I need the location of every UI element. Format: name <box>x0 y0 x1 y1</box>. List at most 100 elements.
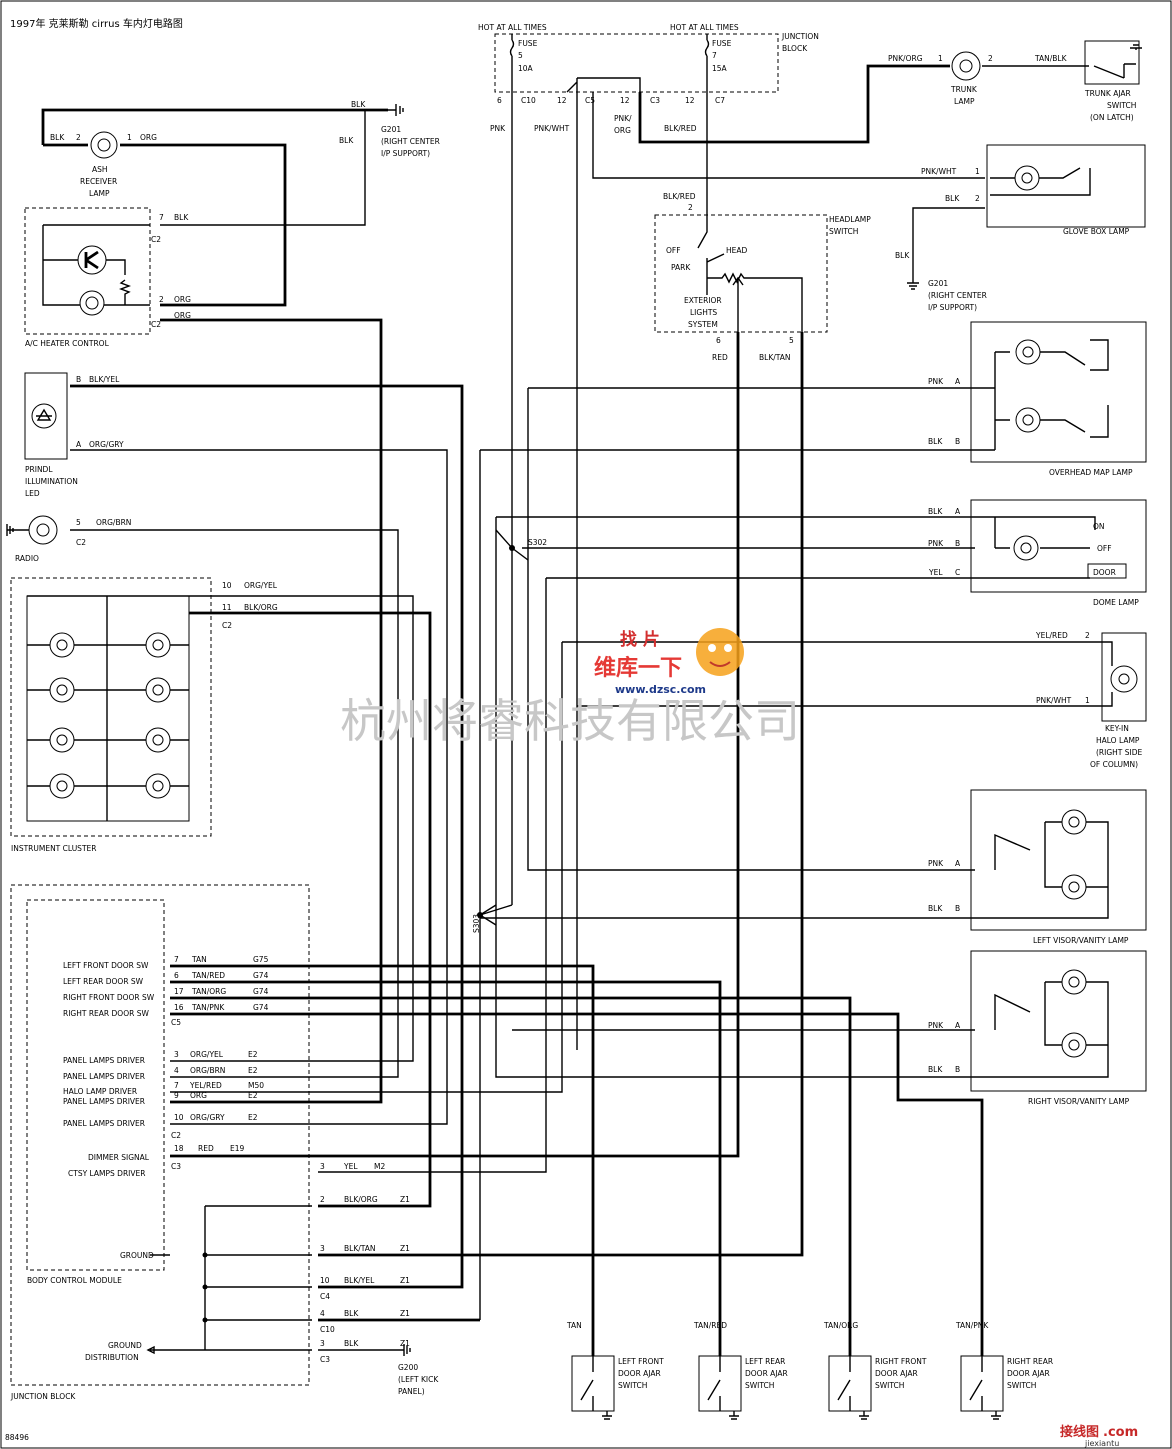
svg-text:RADIO: RADIO <box>15 554 39 563</box>
bcm-panel-circuit: M50 <box>248 1081 264 1090</box>
svg-text:2: 2 <box>688 203 693 212</box>
key-in-halo-lamp: YEL/RED 2 PNK/WHT 1 KEY-IN HALO LAMP (RI… <box>1035 631 1147 769</box>
svg-text:B: B <box>955 437 960 446</box>
svg-text:G201: G201 <box>928 279 948 288</box>
svg-text:C5: C5 <box>585 96 595 105</box>
wire-blk-right-visor <box>495 925 975 1078</box>
svg-text:HEADLAMP: HEADLAMP <box>829 215 871 224</box>
bcm-panel-label: HALO LAMP DRIVER <box>63 1087 137 1096</box>
wire-org-ac <box>160 318 383 1104</box>
svg-text:ORG: ORG <box>174 295 191 304</box>
door-switch-label: SWITCH <box>875 1381 904 1390</box>
trunk-lamp: PNK/ORG 1 2 TAN/BLK TRUNK LAMP <box>888 51 1089 106</box>
svg-text:PRINDL: PRINDL <box>25 465 53 474</box>
svg-text:12: 12 <box>620 96 630 105</box>
instrument-cluster: 10 ORG/YEL 11 BLK/ORG C2 INSTRUMENT CLUS… <box>10 577 278 853</box>
wire-blk-tan <box>318 332 804 1257</box>
svg-text:LEFT VISOR/VANITY LAMP: LEFT VISOR/VANITY LAMP <box>1033 936 1129 945</box>
bcm-panel-label: PANEL LAMPS DRIVER <box>63 1119 145 1128</box>
door-switch-label: RIGHT REAR <box>1007 1357 1053 1366</box>
ground-g200: G200 (LEFT KICK PANEL) <box>318 1344 439 1396</box>
bcm-panel-pin: 10 <box>174 1113 184 1122</box>
svg-text:G200: G200 <box>398 1363 418 1372</box>
svg-text:BLK/TAN: BLK/TAN <box>759 353 791 362</box>
wire-org-gry <box>70 449 448 1125</box>
svg-text:SWITCH: SWITCH <box>829 227 858 236</box>
wire-yel-red-halo <box>170 641 1100 1093</box>
bcm-row-wire: TAN/RED <box>191 971 225 980</box>
svg-text:BLK: BLK <box>928 507 943 516</box>
svg-text:TRUNK: TRUNK <box>950 85 978 94</box>
svg-text:LAMP: LAMP <box>89 189 110 198</box>
svg-text:(RIGHT SIDE: (RIGHT SIDE <box>1096 748 1143 757</box>
wire-org-brn <box>70 529 399 1078</box>
svg-text:LAMP: LAMP <box>954 97 975 106</box>
svg-text:C7: C7 <box>715 96 725 105</box>
svg-text:PNK/: PNK/ <box>614 114 632 123</box>
svg-text:(LEFT KICK: (LEFT KICK <box>398 1375 439 1384</box>
svg-text:HOT AT ALL TIMES: HOT AT ALL TIMES <box>670 23 739 32</box>
svg-text:PARK: PARK <box>671 263 691 272</box>
door-switch-wire: TAN <box>566 1321 582 1330</box>
door-switch-label: DOOR AJAR <box>875 1369 918 1378</box>
svg-text:1: 1 <box>1085 696 1090 705</box>
bcm-row-pin: 16 <box>174 1003 184 1012</box>
wire-pnk-org-trunk <box>638 64 950 144</box>
svg-text:BODY CONTROL MODULE: BODY CONTROL MODULE <box>27 1276 122 1285</box>
bcm-ctsy-pin: 3 <box>320 1162 325 1171</box>
bcm-ctsy-wire: YEL <box>343 1162 358 1171</box>
svg-text:BLK: BLK <box>895 251 910 260</box>
bcm-ctsy-circuit: M2 <box>374 1162 385 1171</box>
bcm-panel-wire: ORG/BRN <box>190 1066 225 1075</box>
cluster-bulb <box>49 632 75 658</box>
bcm-panel-circuit: E2 <box>248 1091 258 1100</box>
splice-s302: S302 <box>495 529 547 561</box>
svg-text:BLK: BLK <box>339 136 354 145</box>
junction-block-top: HOT AT ALL TIMES HOT AT ALL TIMES FUSE 5… <box>478 23 819 135</box>
svg-text:C3: C3 <box>650 96 660 105</box>
svg-text:B: B <box>76 375 81 384</box>
svg-text:2: 2 <box>159 295 164 304</box>
bcm-panel-circuit: E2 <box>248 1050 258 1059</box>
svg-text:15A: 15A <box>712 64 728 73</box>
svg-text:PNK: PNK <box>928 539 944 548</box>
bcm-dimmer-wire: RED <box>198 1144 214 1153</box>
watermark-logo: 找 片 维库一下 www.dzsc.com <box>594 628 744 696</box>
svg-text:(RIGHT CENTER: (RIGHT CENTER <box>928 291 987 300</box>
svg-text:BLK: BLK <box>928 437 943 446</box>
svg-text:2: 2 <box>975 194 980 203</box>
door-switch-label: RIGHT FRONT <box>875 1357 927 1366</box>
svg-text:6: 6 <box>716 336 721 345</box>
svg-text:OVERHEAD MAP LAMP: OVERHEAD MAP LAMP <box>1049 468 1133 477</box>
svg-text:ORG/YEL: ORG/YEL <box>244 581 278 590</box>
jb-row-circuit: Z1 <box>400 1339 410 1348</box>
jb-row-circuit: Z1 <box>400 1309 410 1318</box>
headlamp-switch: BLK/RED 2 HEADLAMP SWITCH OFF PARK HEAD … <box>654 192 871 362</box>
cluster-bulb <box>49 727 75 753</box>
svg-text:PNK/WHT: PNK/WHT <box>1036 696 1072 705</box>
svg-text:5: 5 <box>76 518 81 527</box>
svg-text:BLK: BLK <box>50 133 65 142</box>
svg-text:OF COLUMN): OF COLUMN) <box>1090 760 1138 769</box>
svg-text:PNK: PNK <box>928 377 944 386</box>
ash-receiver-lamp: BLK 2 1 ORG ASH RECEIVER LAMP BLK BLK <box>41 100 388 307</box>
svg-text:C2: C2 <box>151 235 161 244</box>
bcm-row-wire: TAN/PNK <box>191 1003 225 1012</box>
wire-tan-red-lr <box>170 980 722 1356</box>
bcm-panel-pin: 3 <box>174 1050 179 1059</box>
svg-text:B: B <box>955 539 960 548</box>
door-switch-label: LEFT FRONT <box>618 1357 664 1366</box>
svg-text:ILLUMINATION: ILLUMINATION <box>25 477 78 486</box>
svg-text:2: 2 <box>988 54 993 63</box>
svg-text:GROUND: GROUND <box>108 1341 142 1350</box>
bcm-row-label: LEFT FRONT DOOR SW <box>63 961 149 970</box>
svg-text:ORG: ORG <box>614 126 631 135</box>
cluster-bulb <box>145 677 171 703</box>
